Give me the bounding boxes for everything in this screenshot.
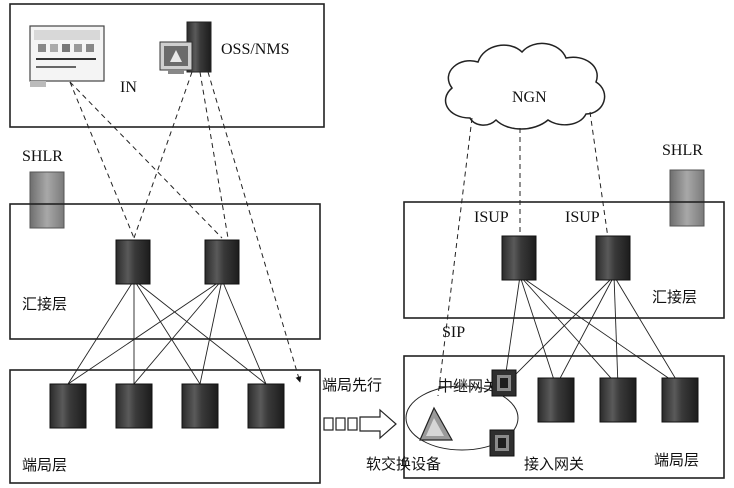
ngn-cloud xyxy=(444,42,606,130)
softswitch-control-ring xyxy=(405,385,519,451)
sip-label: SIP xyxy=(442,324,465,341)
left-end-switch-2 xyxy=(115,383,153,429)
right-tandem-switch-1 xyxy=(501,235,537,281)
transition-arrow xyxy=(323,408,397,440)
left-tandem-box xyxy=(9,203,321,340)
left-end-switch-4 xyxy=(247,383,285,429)
right-end-label: 端局层 xyxy=(654,451,699,469)
right-tandem-box xyxy=(403,201,725,319)
right-end-switch-1 xyxy=(537,377,575,423)
left-tandem-switch-1 xyxy=(115,239,151,285)
right-end-switch-3 xyxy=(661,377,699,423)
left-end-box xyxy=(9,369,321,484)
right-tandem-label: 汇接层 xyxy=(652,288,697,306)
left-shlr-label: SHLR xyxy=(22,148,63,165)
right-shlr-label: SHLR xyxy=(662,142,703,159)
softswitch-label: 软交换设备 xyxy=(366,455,441,473)
trunk-gateway-icon xyxy=(491,369,517,397)
left-tandem-switch-2 xyxy=(204,239,240,285)
isup-right-label: ISUP xyxy=(565,209,600,226)
isup-left-label: ISUP xyxy=(474,209,509,226)
softswitch-device-icon xyxy=(419,406,454,441)
left-shlr-server-icon xyxy=(29,171,65,229)
left-end-switch-3 xyxy=(181,383,219,429)
left-top-box xyxy=(9,3,325,128)
ngn-label: NGN xyxy=(512,89,547,106)
oss-nms-computer-icon xyxy=(159,21,212,74)
oss-nms-label: OSS/NMS xyxy=(221,41,289,58)
right-mesh-links xyxy=(503,275,681,387)
right-tandem-switch-2 xyxy=(595,235,631,281)
left-end-label: 端局层 xyxy=(22,456,67,474)
right-shlr-server-icon xyxy=(669,169,705,227)
right-signalling-links xyxy=(437,111,609,397)
right-end-box xyxy=(403,355,725,479)
access-gateway-label: 接入网关 xyxy=(524,455,584,473)
in-terminal-icon xyxy=(29,25,105,87)
left-tandem-label: 汇接层 xyxy=(22,295,67,313)
left-mesh-links xyxy=(67,279,267,385)
left-end-switch-1 xyxy=(49,383,87,429)
access-gateway-icon xyxy=(489,429,515,457)
in-label: IN xyxy=(120,79,137,96)
right-end-switch-2 xyxy=(599,377,637,423)
left-management-links xyxy=(69,71,302,383)
transition-label: 端局先行 xyxy=(322,376,382,394)
